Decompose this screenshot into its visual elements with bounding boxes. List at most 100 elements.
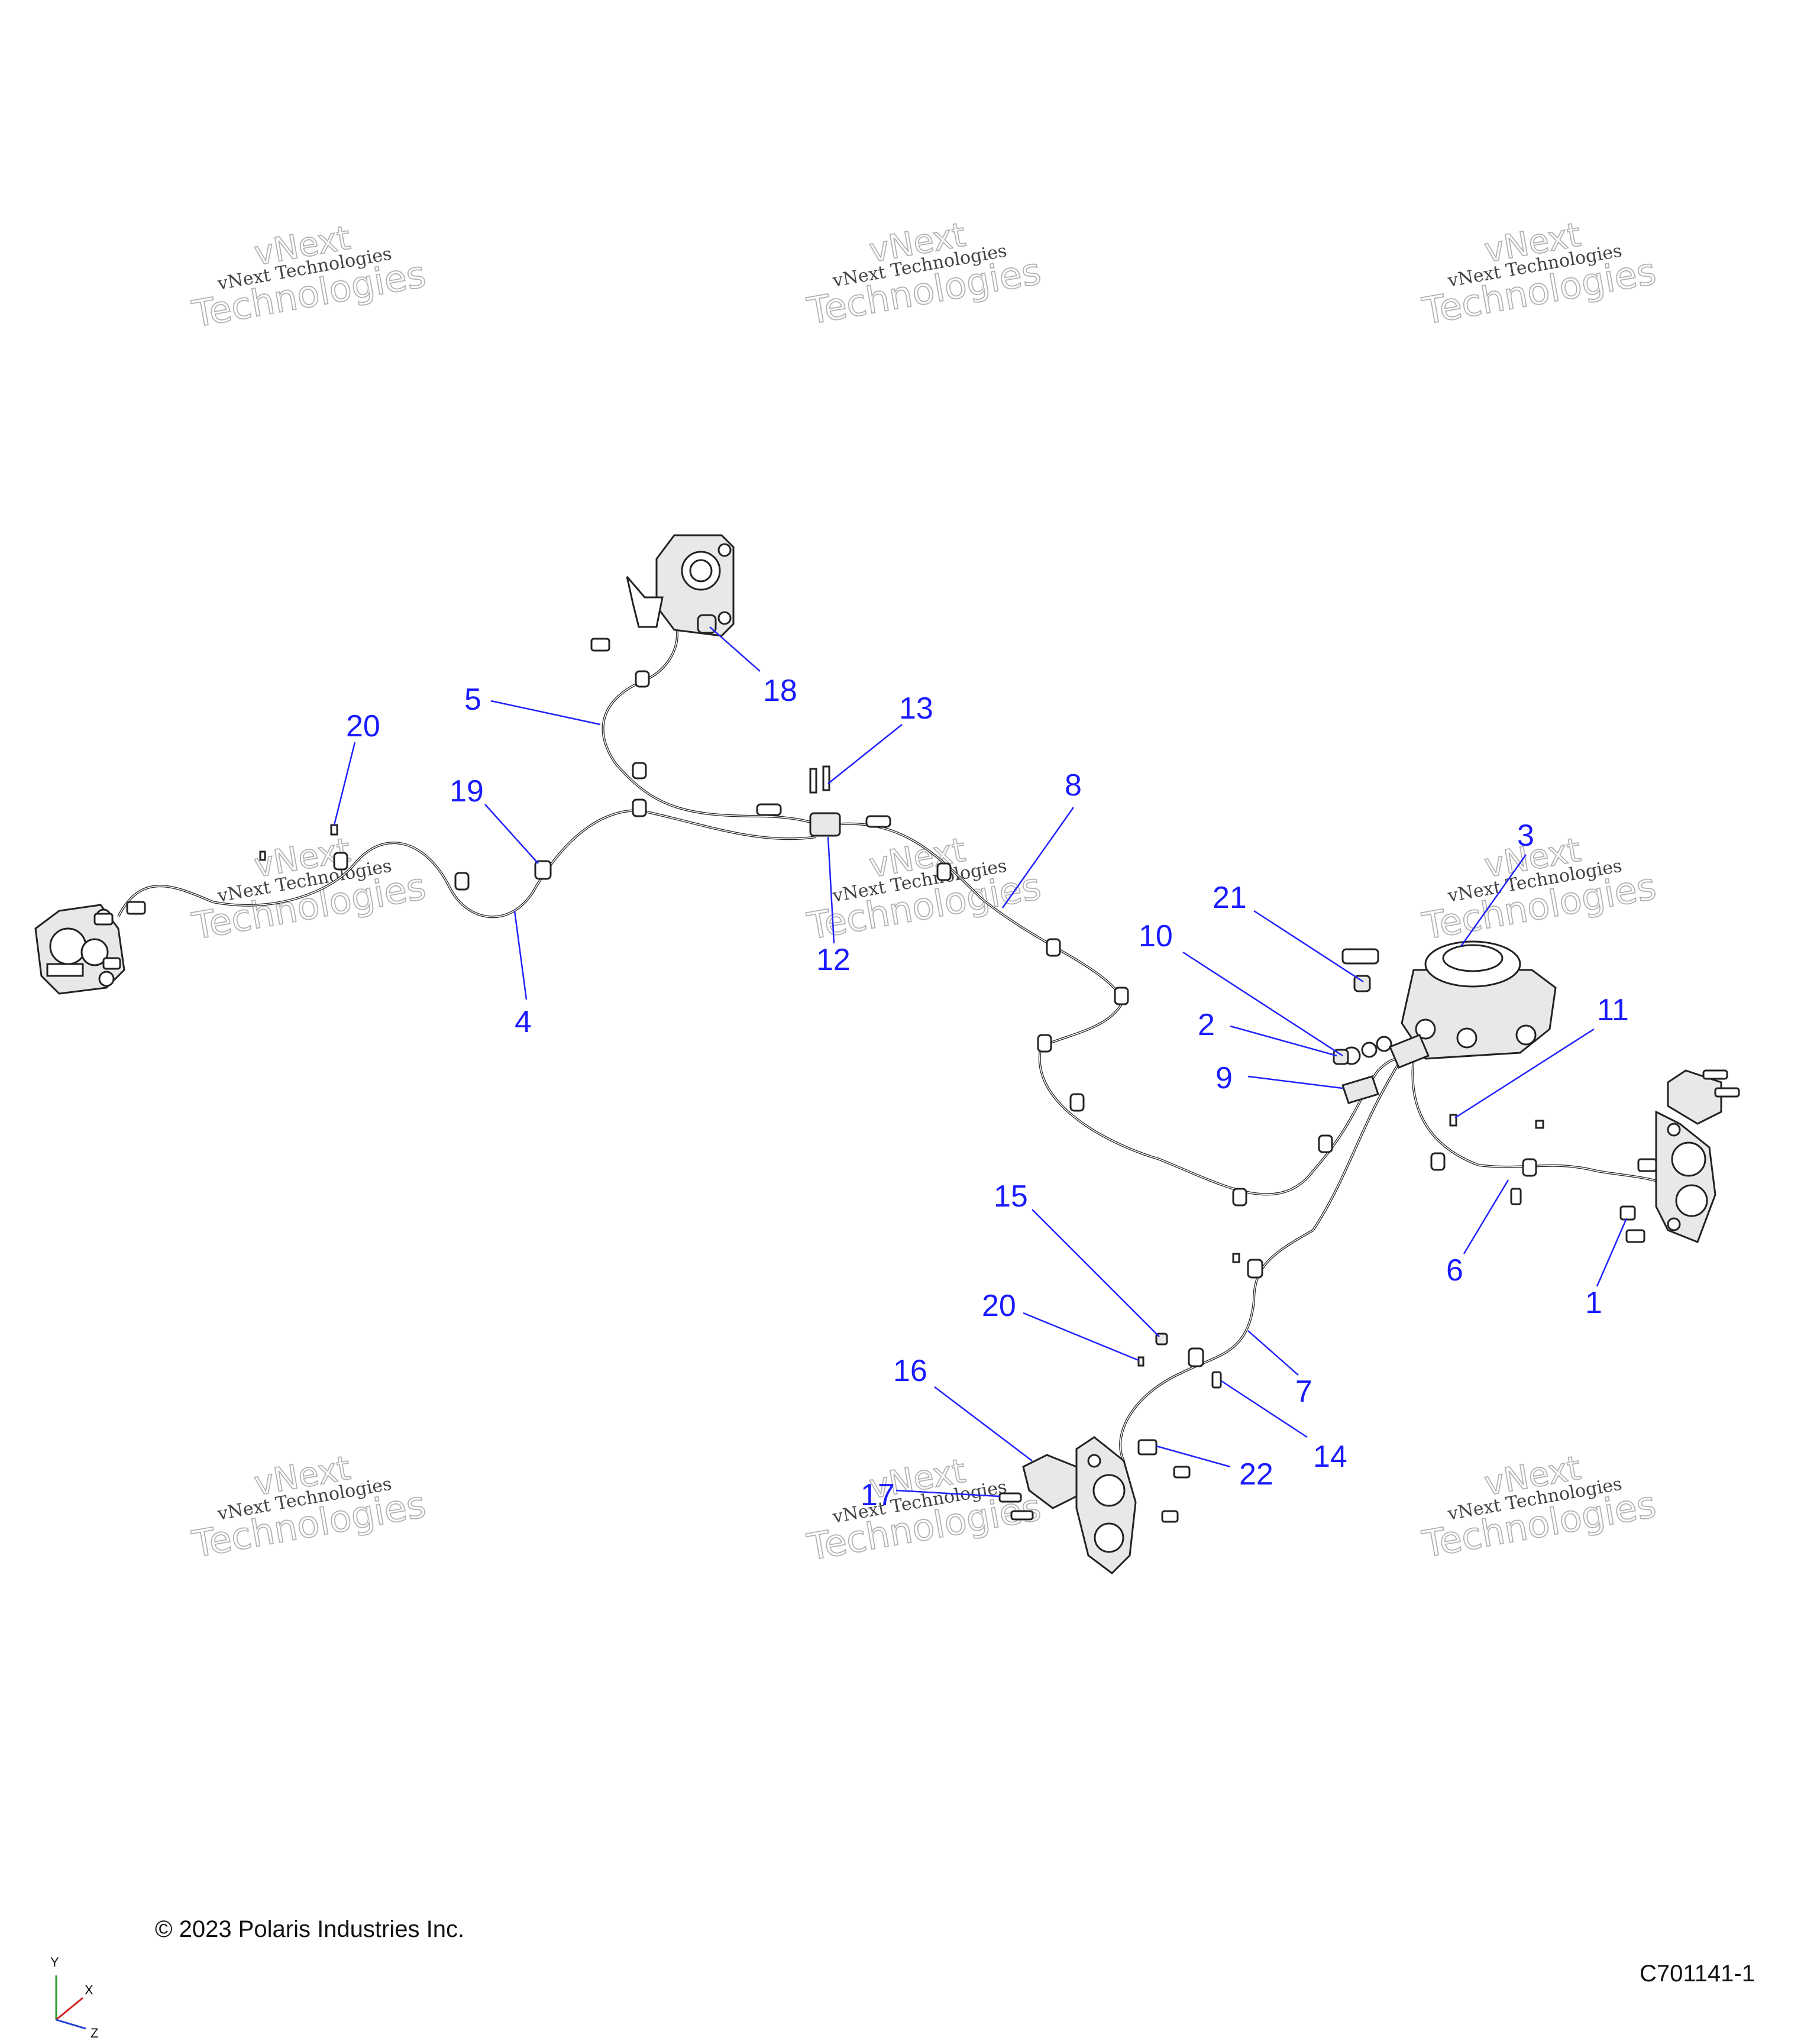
junction-screw: [809, 768, 817, 794]
junction-body: [809, 812, 841, 837]
axis-label-y: Y: [50, 1955, 59, 1969]
bolt: [590, 638, 610, 652]
callout-14: 14: [1313, 1440, 1347, 1474]
callout-18: 18: [763, 674, 797, 708]
callout-20-lower: 20: [982, 1289, 1016, 1323]
bleeder-banjo: [626, 576, 664, 628]
copyright-text: © 2023 Polaris Industries Inc.: [155, 1916, 464, 1942]
callout-22: 22: [1239, 1457, 1273, 1492]
clip: [1114, 987, 1129, 1005]
callout-3: 3: [1517, 819, 1534, 853]
leader-1: [1596, 1218, 1628, 1287]
bolt: [1173, 1466, 1191, 1479]
callout-1: 1: [1585, 1286, 1602, 1320]
caliper-piston: [1675, 1184, 1708, 1217]
caliper-bolt: [717, 543, 732, 557]
clip: [1341, 948, 1379, 965]
leader-20-lower: [1023, 1312, 1139, 1361]
leader-13: [827, 724, 903, 784]
watermark-top-center: vNext vNext Technologies Technologies: [803, 215, 1045, 334]
callout-5: 5: [464, 683, 481, 717]
figure-id: C701141-1: [1640, 1961, 1755, 1987]
clip: [534, 860, 552, 880]
callout-19: 19: [450, 774, 484, 808]
leader-lines: [333, 626, 1628, 1498]
leader-15: [1032, 1209, 1160, 1337]
left-caliper-bolts: [93, 824, 338, 970]
washer: [1376, 1036, 1392, 1052]
bolt: [126, 901, 146, 915]
leader-9: [1247, 1075, 1343, 1089]
bolt: [330, 824, 338, 836]
clip: [1069, 1093, 1085, 1112]
port: [1456, 1027, 1477, 1049]
axis-label-x: X: [85, 1982, 93, 1997]
callout-labels: 1 2 3 4 5 6 7 8 9 10 11 12 13 14 15 16 1…: [346, 674, 1629, 1512]
leader-18: [709, 626, 761, 672]
bolt: [1232, 1253, 1240, 1263]
clip: [333, 852, 348, 871]
port: [1515, 1024, 1537, 1046]
leader-6: [1463, 1179, 1509, 1254]
callout-8: 8: [1065, 768, 1082, 803]
callout-10: 10: [1139, 919, 1173, 953]
leader-10: [1182, 951, 1343, 1057]
clip: [936, 862, 952, 881]
left-caliper: [34, 904, 125, 995]
clip: [865, 815, 891, 828]
reservoir-cap-top: [1442, 944, 1504, 972]
callout-6: 6: [1446, 1253, 1463, 1288]
bolt: [1702, 1069, 1728, 1080]
clip: [1037, 1034, 1052, 1053]
caliper-piston: [1671, 1141, 1706, 1177]
bolt: [259, 850, 266, 861]
washer: [1361, 1042, 1378, 1058]
axis-triad-icon: Y X Z: [50, 1955, 98, 2040]
leader-20-left: [333, 742, 356, 826]
caliper-bolt: [1667, 1217, 1681, 1231]
clip: [632, 798, 647, 817]
leader-14: [1221, 1380, 1308, 1438]
bleeder: [1535, 1120, 1544, 1129]
leader-8: [1001, 807, 1075, 908]
clip: [454, 872, 470, 891]
callout-17: 17: [861, 1478, 895, 1512]
fitting-9: [1341, 1075, 1379, 1104]
leader-7: [1247, 1330, 1299, 1376]
lower-caliper: [1075, 1436, 1137, 1574]
callout-16: 16: [893, 1354, 927, 1388]
watermark-middle-right: vNext vNext Technologies Technologies: [1418, 830, 1660, 949]
leader-2: [1230, 1025, 1337, 1057]
callout-12: 12: [816, 943, 851, 977]
bolt: [1010, 1510, 1034, 1521]
fitting: [1389, 1034, 1430, 1069]
callout-9: 9: [1215, 1061, 1233, 1095]
caliper-piston: [1094, 1522, 1124, 1553]
clip: [1188, 1347, 1204, 1367]
caliper-piston: [1092, 1474, 1126, 1507]
right-caliper: [1655, 1110, 1716, 1243]
clip: [1247, 1259, 1263, 1279]
watermark-bottom-left: vNext vNext Technologies Technologies: [188, 1448, 429, 1567]
bolt-22: [1137, 1439, 1158, 1456]
bolt-14: [1211, 1371, 1222, 1389]
bolt: [1637, 1158, 1657, 1172]
clip: [1430, 1152, 1446, 1171]
bleeder-11: [1449, 1114, 1457, 1127]
caliper-piston: [49, 927, 87, 965]
leader-12: [827, 836, 835, 944]
watermark-bottom-right: vNext vNext Technologies Technologies: [1418, 1448, 1660, 1567]
line-clips: [333, 670, 1537, 1367]
junction-screw: [822, 765, 830, 791]
watermark-bottom-center: vNext vNext Technologies Technologies: [803, 1451, 1045, 1570]
caliper-piston: [80, 938, 109, 966]
watermark-middle-left: vNext vNext Technologies Technologies: [188, 830, 429, 949]
nut-21: [1353, 975, 1371, 992]
clip: [1522, 1158, 1537, 1177]
bolt: [1714, 1087, 1740, 1098]
leader-21: [1253, 910, 1364, 983]
leader-19: [484, 804, 539, 864]
caliper-bolt: [98, 971, 115, 987]
bolt-20: [1137, 1356, 1144, 1367]
